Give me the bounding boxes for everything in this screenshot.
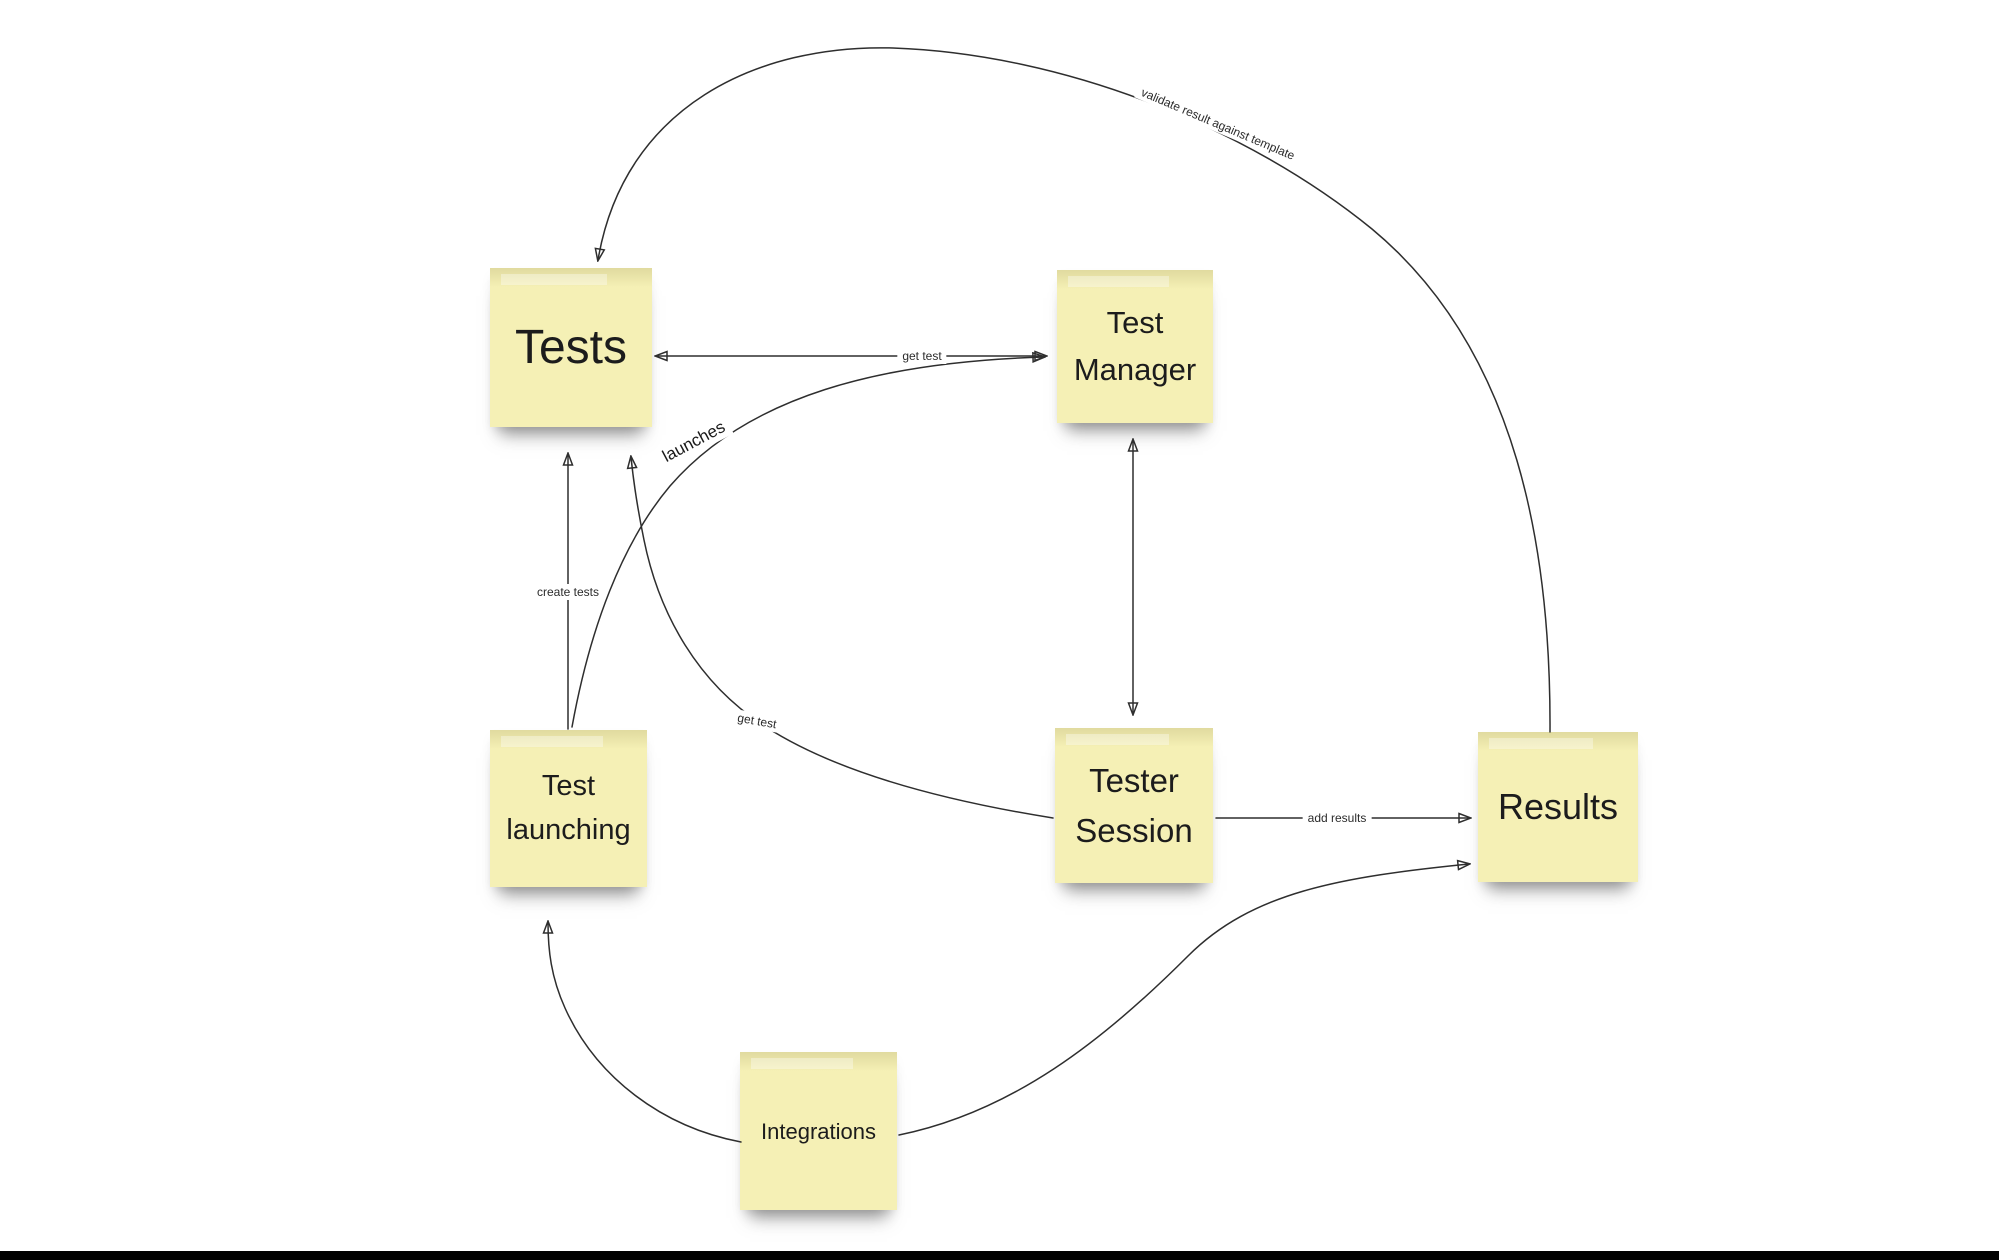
connector-label-create-tests[interactable]: create tests — [531, 584, 605, 600]
sticky-note-tester-session[interactable]: Tester Session — [1055, 728, 1213, 883]
connector-label-launches[interactable]: launches — [654, 413, 734, 471]
sticky-note-results[interactable]: Results — [1478, 732, 1638, 882]
sticky-note-tests[interactable]: Tests — [490, 268, 652, 427]
sticky-note-integrations-text: Integrations — [761, 1118, 876, 1144]
sticky-note-test-manager[interactable]: Test Manager — [1057, 270, 1213, 423]
connector-get-test-session[interactable] — [631, 457, 1054, 819]
connector-integrations-launching[interactable] — [548, 922, 742, 1143]
sticky-note-integrations[interactable]: Integrations — [740, 1052, 897, 1210]
connector-label-add-results[interactable]: add results — [1302, 810, 1372, 826]
connector-label-get-test-manager[interactable]: get test — [897, 348, 947, 364]
sticky-note-test-launching-text: Test launching — [506, 770, 631, 846]
sticky-note-results-text: Results — [1497, 786, 1619, 827]
connector-label-validate[interactable]: validate result against template — [1134, 82, 1302, 166]
sticky-note-test-launching[interactable]: Test launching — [490, 730, 647, 887]
connector-label-get-test-session[interactable]: get test — [731, 708, 783, 734]
sticky-note-test-manager-text: Test Manager — [1073, 305, 1197, 387]
sticky-note-tester-session-text: Tester Session — [1075, 762, 1193, 849]
bottom-bar — [0, 1251, 1999, 1260]
sticky-note-tests-text: Tests — [514, 320, 628, 374]
connector-integrations-results[interactable] — [898, 864, 1469, 1136]
